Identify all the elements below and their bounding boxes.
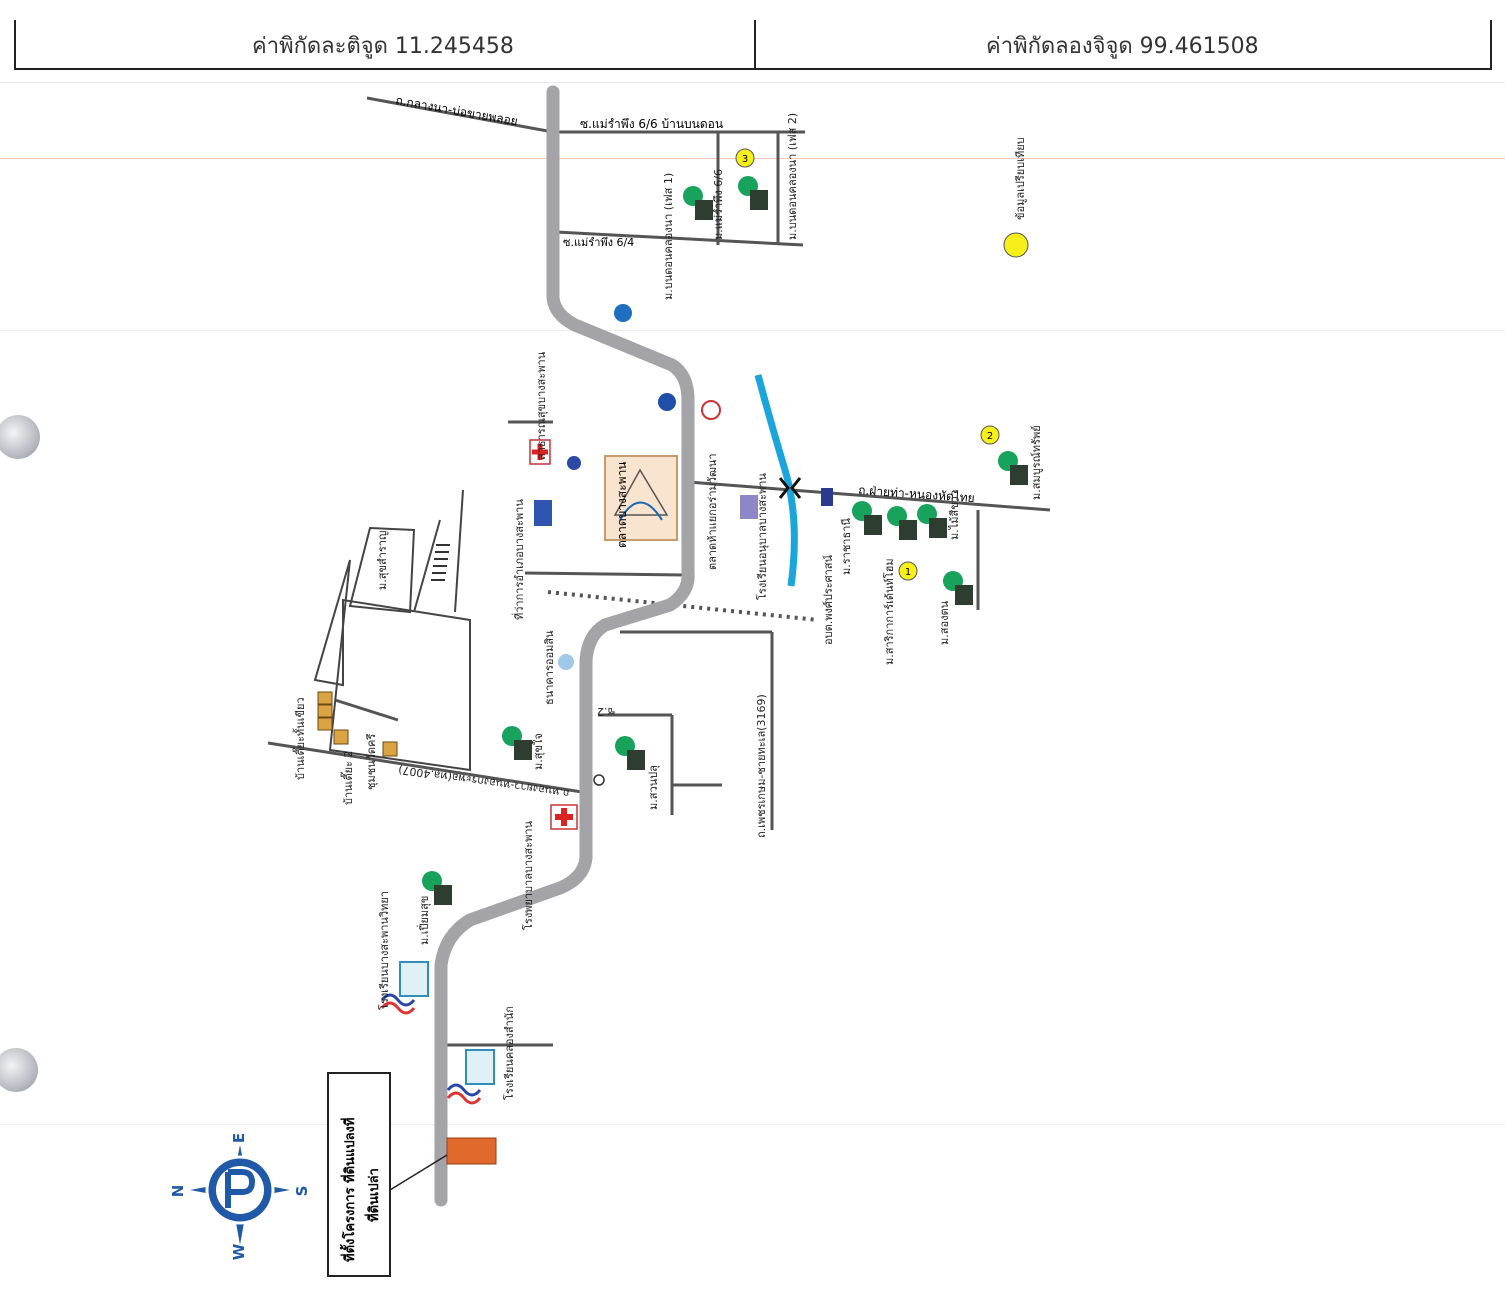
label-moo-thai: ม.เปี่ยมสุข: [416, 896, 431, 945]
office-icon: [821, 488, 833, 506]
office-icon: [534, 500, 552, 526]
svg-text:3: 3: [742, 154, 748, 165]
road-label-soi-64: ซ.แม่รำพึง 6/4: [563, 236, 634, 249]
svg-text:2: 2: [987, 431, 993, 442]
compass-rose: E W N S: [169, 1133, 311, 1260]
label-moo-kittikorn: ม.สาริกาการ์เด้นท์โฮม: [882, 558, 896, 665]
village-icon: [887, 506, 917, 540]
label-moo-thep: ม.สมบูรณ์ทรัพย์: [1030, 425, 1043, 500]
village-icon: [917, 504, 947, 538]
latitude-text: ค่าพิกัดละติจูด 11.245458: [252, 34, 514, 59]
road-branch: [524, 571, 686, 577]
project-site-marker: [446, 1137, 497, 1165]
label-district-office: ที่ว่าการอำเภอบางสะพาน: [511, 499, 526, 620]
label-moo-pak: ม.สวนปลุ: [647, 765, 660, 810]
label-moo-maeramphueng: ม.แม่รำพึง 6/6: [712, 169, 725, 240]
label-tessaban-office: อบต.พงศ์ประศาสน์: [822, 554, 835, 645]
punch-hole: [0, 1048, 38, 1092]
label-homestay-2: บ้านเตี๊ยะ 2: [340, 751, 355, 805]
label-moo-bonnon-2: ม.บนดอนคลองนา (เฟส 2): [786, 113, 799, 240]
bank-icon: [701, 400, 721, 420]
road-label-klangna: ถ.กลางนา-บ่อขายพลอย: [394, 93, 518, 128]
project-site-leader: [389, 1154, 448, 1191]
stairs: [431, 544, 450, 581]
road-homestay: [334, 698, 399, 722]
school-icon: [446, 1049, 495, 1105]
coordinates-header: ค่าพิกัดละติจูด 11.245458 ค่าพิกัดลองจิจ…: [14, 20, 1492, 70]
minor-roads: [267, 96, 1051, 1047]
label-homestay-1: บ้านเตี๊ยะทั้นเขียว: [292, 697, 307, 780]
label-school-small: โรงเรียนคลองสำนัก: [502, 1006, 516, 1100]
village-icon: [943, 571, 973, 605]
temple-icon: [567, 456, 581, 470]
compass-n: N: [169, 1185, 187, 1198]
hospital-icon: [529, 439, 551, 465]
police-icon: [614, 304, 632, 322]
label-bank: ธนาคารออมสิน: [543, 630, 556, 705]
svg-text:1: 1: [905, 567, 911, 578]
label-hospital: โรงพยาบาลบางสะพาน: [521, 820, 535, 930]
compass-w: W: [230, 1243, 248, 1260]
project-site-label-2: ที่ดินเปล่า: [364, 1168, 382, 1222]
village-icon: [615, 736, 645, 770]
homestay-icons: [317, 691, 398, 757]
marker-2: [980, 425, 1000, 445]
header-divider: [754, 20, 756, 68]
village-icons: [422, 176, 1028, 905]
marker-1: [898, 561, 918, 581]
school-icon: [740, 495, 758, 519]
bank-gsb-icon: [558, 654, 574, 670]
market-label: ตลาดบางสะพาน: [615, 461, 629, 548]
scan-line: [0, 1124, 1505, 1125]
label-moo-soi: ม.สุขสำราญ: [376, 531, 389, 590]
compass-e: E: [230, 1133, 248, 1143]
label-moo-mai: ม.ไม้สีขาว: [948, 490, 961, 540]
project-site-box: [327, 1072, 391, 1277]
school-icon: [380, 961, 429, 1015]
scan-line: [0, 330, 1505, 331]
label-moo-songtan: ม.สองตน: [938, 600, 951, 645]
legend-marker: [1003, 232, 1029, 258]
road-nongyao: [267, 741, 583, 794]
village-icon: [683, 186, 713, 220]
label-moo-na: ม.ราชาธานี: [840, 518, 853, 575]
project-site-label: ที่ตั้งโครงการ ที่ดินแปลงที่: [339, 1118, 358, 1262]
road-soi-64: [555, 230, 804, 247]
main-road: [434, 85, 695, 1207]
label-moo-sukjai: ม.สุขใจ: [532, 733, 545, 770]
village-icon: [502, 726, 532, 760]
punch-hole: [0, 415, 40, 459]
hospital-icon: [550, 804, 578, 830]
village-icon: [738, 176, 768, 210]
railway: [547, 590, 819, 622]
label-homestay-3: ชุมชนวัดครึ: [365, 734, 378, 790]
label-moo-bonnon-1: ม.บนดอนคลองนา (เฟส 1): [662, 173, 675, 300]
village-icon: [422, 871, 452, 905]
building-outlines: [313, 489, 471, 772]
label-market-hall: ตลาดห้าแยกอร่ามวัฒนา: [706, 453, 719, 570]
road-faitha: [687, 480, 1051, 512]
river: [754, 374, 798, 587]
label-poi: ข้อมูลเปรียบเทียบ: [1014, 137, 1027, 220]
road-klangna: [366, 96, 554, 134]
label-school-prachanukhro: โรงเรียนบางสะพานวิทยา: [377, 891, 391, 1010]
label-health-center: สาธารณสุขบางสะพาน: [535, 351, 548, 460]
village-icon: [852, 501, 882, 535]
longitude-text: ค่าพิกัดลองจิจูด 99.461508: [986, 34, 1259, 59]
road-label-phetkasem: ถ.เพชรเกษม-ชายทะเล(3169): [755, 694, 768, 838]
compass-s: S: [293, 1186, 311, 1197]
road-label-soi-66: ซ.แม่รำพึง 6/6 บ้านบนดอน: [580, 117, 723, 131]
road-label-soi-2: ซ.2: [597, 705, 615, 718]
scan-line: [0, 82, 1505, 83]
bridge-icon: [778, 477, 802, 499]
label-school-bangsaphan: โรงเรียนอนุบาลบางสะพาน: [755, 473, 769, 600]
gov-seal-icon: [658, 393, 676, 411]
crosshair-icon: [593, 774, 605, 786]
village-icon: [998, 451, 1028, 485]
marker-3: [735, 148, 755, 168]
market-icon: [604, 455, 678, 541]
